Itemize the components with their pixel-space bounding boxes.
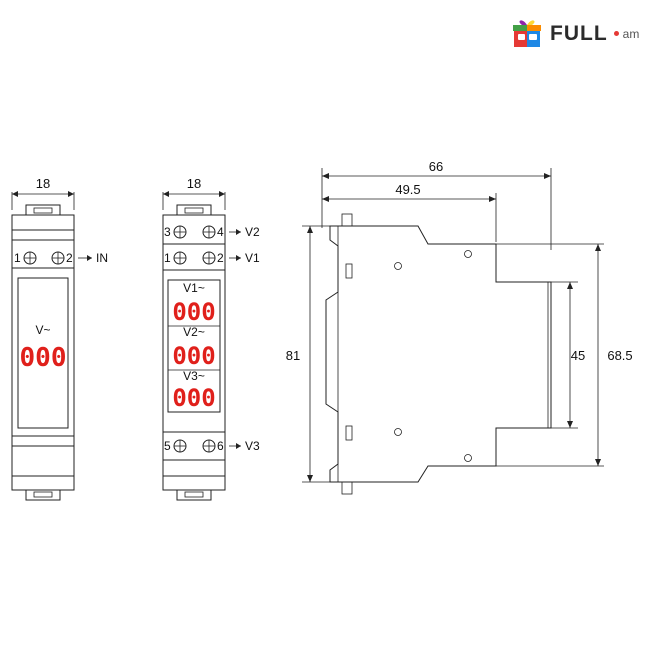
middle-terminal-3-number: 3 — [164, 225, 171, 239]
brand-logo[interactable]: FULL am — [510, 14, 639, 54]
gift-box-icon — [510, 17, 544, 51]
left-in-arrow-head — [87, 255, 92, 261]
middle-v1-top-label: V1 — [245, 251, 260, 265]
middle-display-1-caption: V1~ — [183, 281, 205, 295]
left-bottom-clip — [25, 489, 61, 501]
middle-terminal-2-number: 2 — [217, 251, 224, 265]
left-bottom-clip-slot — [33, 491, 53, 498]
middle-display-3-caption: V3~ — [183, 369, 205, 383]
middle-terminal-6-number: 6 — [217, 439, 224, 453]
middle-v2-top-label: V2 — [245, 225, 260, 239]
left-display-value: 000 — [20, 343, 67, 373]
left-display-caption: V~ — [35, 323, 50, 337]
side-hole-2 — [464, 250, 472, 258]
side-view: 66 49.5 81 45 — [286, 159, 633, 495]
left-top-clip-slot — [33, 207, 53, 214]
left-in-label: IN — [96, 251, 108, 265]
left-terminal-1-number: 1 — [14, 251, 21, 265]
middle-display-window — [167, 279, 221, 413]
side-lower-slot — [345, 425, 353, 441]
depth-front-label: 49.5 — [395, 182, 420, 197]
middle-display-2-value: 000 — [172, 342, 215, 370]
side-bottom-clip — [341, 481, 353, 495]
middle-bottom-clip — [176, 489, 212, 501]
middle-display-3-value: 000 — [172, 384, 215, 412]
left-terminal-2-number: 2 — [66, 251, 73, 265]
left-width-label: 18 — [36, 176, 50, 191]
left-device: 18 1 2 IN V~ 000 — [11, 176, 108, 501]
height-total-label: 81 — [286, 348, 300, 363]
height-front-label: 45 — [571, 348, 585, 363]
brand-name: FULL — [550, 22, 608, 45]
middle-top-clip — [176, 204, 212, 216]
middle-terminal-5-number: 5 — [164, 439, 171, 453]
middle-display-2-caption: V2~ — [183, 325, 205, 339]
depth-total-label: 66 — [429, 159, 443, 174]
left-display-window — [17, 277, 69, 429]
middle-width-label: 18 — [187, 176, 201, 191]
side-upper-slot — [345, 263, 353, 279]
middle-display-1-value: 000 — [172, 298, 215, 326]
brand-suffix: am — [622, 27, 640, 41]
side-hole-1 — [394, 262, 402, 270]
middle-v3-bottom-label: V3 — [245, 439, 260, 453]
side-profile-outline — [325, 225, 552, 483]
brand-dot — [613, 30, 619, 36]
side-hole-3 — [394, 428, 402, 436]
left-top-clip — [25, 204, 61, 216]
side-top-clip — [341, 213, 353, 227]
middle-terminal-4-number: 4 — [217, 225, 224, 239]
height-body-label: 68.5 — [607, 348, 632, 363]
middle-terminal-1-number: 1 — [164, 251, 171, 265]
middle-device: 18 3 4 V2 1 2 V1 V1~ 000 V2~ 000 V3~ — [162, 176, 260, 501]
side-hole-4 — [464, 454, 472, 462]
